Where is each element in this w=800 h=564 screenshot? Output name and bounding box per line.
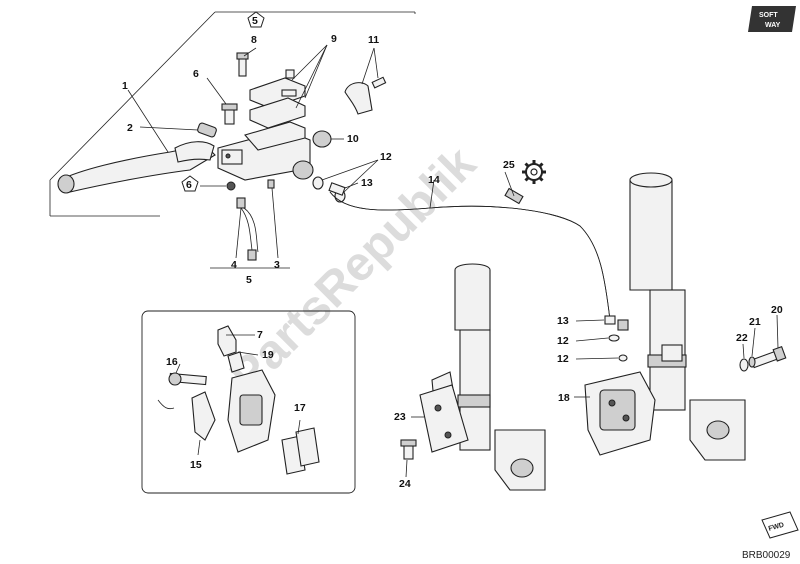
- brake-lever: [57, 141, 216, 194]
- screw-6: [221, 103, 238, 125]
- dust-cap: [312, 130, 332, 148]
- fork-leg-left: [431, 263, 546, 491]
- pivot-pin: [197, 122, 217, 138]
- callout-13-right: 13: [557, 315, 569, 327]
- callout-12-right-a: 12: [557, 335, 569, 347]
- callout-12-right-b: 12: [557, 353, 569, 365]
- callout-21: 21: [749, 316, 761, 328]
- callout-1: 1: [122, 80, 128, 92]
- bolt-20: [750, 345, 787, 369]
- callout-20: 20: [771, 304, 783, 316]
- reservoir-cover: [249, 77, 306, 129]
- callout-3: 3: [274, 259, 280, 271]
- fwd-label: FWD: [768, 522, 785, 533]
- caliper-detail-inset: [141, 310, 356, 494]
- callout-5: 5: [246, 274, 252, 286]
- assembly-bracket: [49, 11, 416, 217]
- screw-9: [285, 69, 295, 79]
- callout-17: 17: [294, 402, 306, 414]
- callout-11: 11: [368, 34, 379, 46]
- caliper-right: [584, 371, 656, 456]
- brand-logo: SOFT WAY: [748, 6, 796, 32]
- brake-light-switch: [226, 179, 275, 261]
- drawing-code: BRB00029: [742, 550, 791, 561]
- caliper-bracket: [419, 384, 469, 453]
- fork-leg-right: [629, 172, 746, 461]
- pentagon-marker-5: 5: [247, 11, 265, 28]
- callout-5-pentagon: 5: [252, 15, 258, 27]
- callout-13: 13: [361, 177, 373, 189]
- callout-12: 12: [380, 151, 392, 163]
- callout-22: 22: [736, 332, 748, 344]
- handlebar-clamp: [344, 76, 387, 115]
- washers-21-22: [739, 356, 756, 372]
- banjo-bolt-13: [328, 182, 346, 196]
- logo-line2: WAY: [765, 22, 781, 29]
- caliper-banjo-fittings: [604, 315, 629, 362]
- callout-2: 2: [127, 122, 133, 134]
- pentagon-marker-6: 6: [181, 175, 199, 192]
- callout-16: 16: [166, 356, 178, 368]
- master-cylinder: [217, 121, 314, 181]
- screw-8: [236, 52, 249, 77]
- callout-10: 10: [347, 133, 359, 145]
- callout-23: 23: [394, 411, 406, 423]
- callout-6: 6: [193, 68, 199, 80]
- callout-24: 24: [399, 478, 411, 490]
- leader-lines: [127, 44, 779, 478]
- callout-19: 19: [262, 349, 274, 361]
- callout-8: 8: [251, 34, 257, 46]
- logo-line1: SOFT: [759, 12, 778, 19]
- callout-25: 25: [503, 159, 515, 171]
- callout-6-pentagon: 6: [186, 179, 192, 191]
- gear-icon: [522, 160, 546, 184]
- callout-9: 9: [331, 33, 337, 45]
- callout-labels: 1 2 3 4 5 6 7 8 9 10 11 12 13 14 15 16 1…: [122, 33, 783, 490]
- callout-14: 14: [428, 174, 440, 186]
- callout-7: 7: [257, 329, 263, 341]
- callout-4: 4: [231, 259, 237, 271]
- callout-15: 15: [190, 459, 202, 471]
- callout-18: 18: [558, 392, 570, 404]
- bolt-24: [400, 439, 417, 460]
- fwd-arrow-icon: FWD: [761, 511, 799, 539]
